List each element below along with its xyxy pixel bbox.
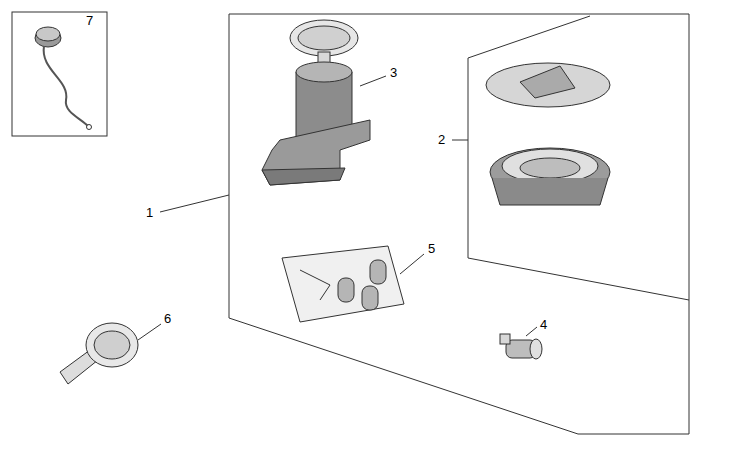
ignition-switch (262, 20, 370, 185)
tank-cap (486, 63, 610, 205)
kit-outline (229, 14, 689, 434)
inset-frame (12, 12, 107, 136)
callout-number: 6 (164, 312, 171, 325)
lock-barrels (282, 246, 404, 322)
leader-line (138, 324, 161, 340)
callout-number: 7 (86, 14, 93, 27)
callout-number: 5 (428, 242, 435, 255)
leader-line (360, 76, 386, 86)
key (60, 323, 138, 384)
callout-number: 2 (438, 133, 445, 146)
callout-number: 4 (540, 318, 547, 331)
small-lock (500, 334, 542, 359)
callout-number: 1 (146, 206, 153, 219)
cap-with-cable (35, 27, 92, 130)
leader-line (526, 327, 537, 336)
leader-line (452, 140, 468, 141)
subkit-outline (468, 16, 689, 300)
leader-line (160, 195, 229, 212)
callout-number: 3 (390, 66, 397, 79)
leader-line (400, 254, 424, 274)
